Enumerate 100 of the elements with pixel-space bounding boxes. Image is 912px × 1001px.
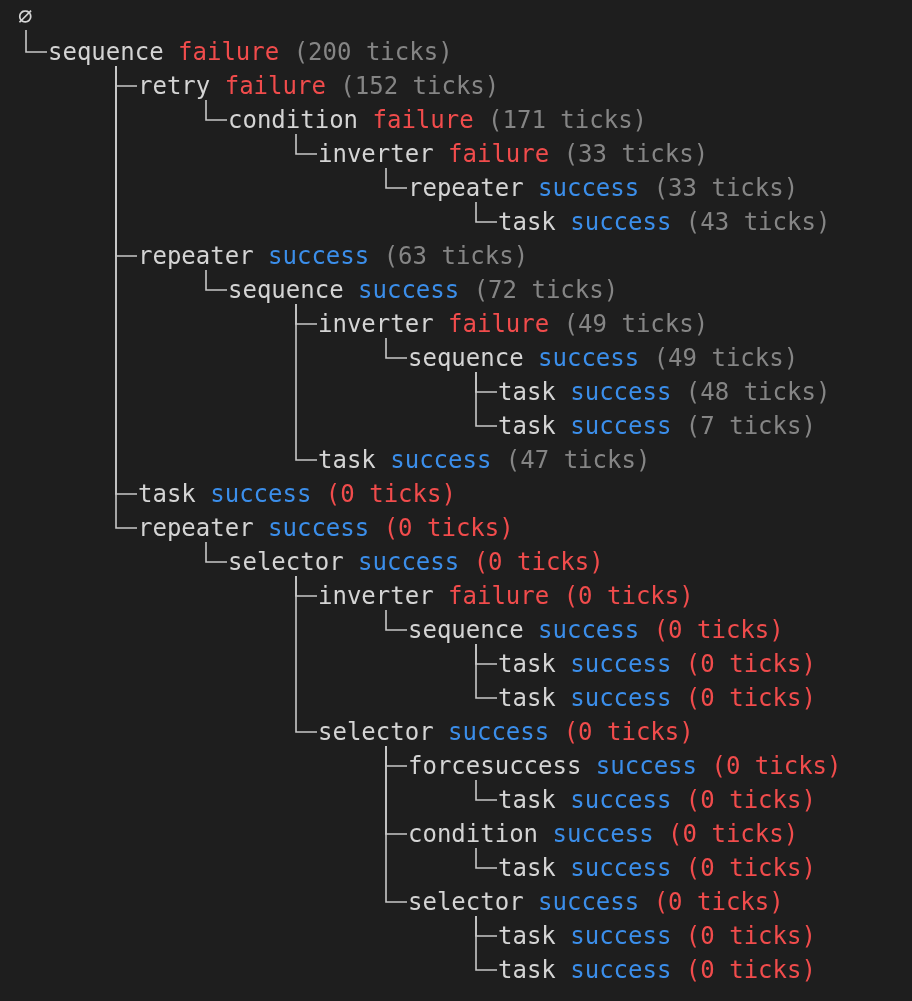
node-name: inverter — [318, 310, 434, 338]
node-name: sequence — [48, 38, 164, 66]
node-name: task — [138, 480, 196, 508]
node-name: task — [498, 208, 556, 236]
tick-count: (0 ticks) — [653, 616, 784, 644]
tick-count: (7 ticks) — [685, 412, 816, 440]
status-text: failure — [448, 140, 550, 168]
status-text: success — [570, 956, 672, 984]
tree-connector — [295, 133, 318, 155]
tick-count: (0 ticks) — [685, 854, 816, 882]
tree-connector — [475, 779, 498, 801]
node-name: selector — [318, 718, 434, 746]
tick-count: (0 ticks) — [653, 888, 784, 916]
node-name: task — [498, 684, 556, 712]
root-symbol: ∅ — [18, 2, 33, 30]
status-text: success — [358, 548, 460, 576]
node-name: repeater — [408, 174, 524, 202]
tree-connector — [475, 201, 498, 223]
status-text: success — [570, 412, 672, 440]
tree-connector — [25, 29, 48, 53]
tick-count: (48 ticks) — [685, 378, 831, 406]
tick-count: (200 ticks) — [293, 38, 453, 66]
node-name: sequence — [408, 344, 524, 372]
tick-count: (0 ticks) — [685, 650, 816, 678]
status-text: success — [538, 344, 640, 372]
node-name: task — [498, 956, 556, 984]
status-text: success — [538, 174, 640, 202]
node-name: task — [498, 922, 556, 950]
node-name: task — [498, 786, 556, 814]
tree-connector — [205, 541, 228, 563]
status-text: success — [210, 480, 312, 508]
status-text: success — [552, 820, 654, 848]
node-name: task — [498, 378, 556, 406]
tick-count: (0 ticks) — [383, 514, 514, 542]
tick-count: (0 ticks) — [473, 548, 604, 576]
tree-connector — [475, 371, 498, 427]
tick-count: (171 ticks) — [488, 106, 648, 134]
status-text: success — [570, 854, 672, 882]
node-name: repeater — [138, 242, 254, 270]
node-name: selector — [408, 888, 524, 916]
tick-count: (49 ticks) — [653, 344, 799, 372]
tree-connector — [475, 643, 498, 699]
tick-count: (33 ticks) — [653, 174, 799, 202]
status-text: success — [570, 378, 672, 406]
status-text: success — [448, 718, 550, 746]
tick-count: (49 ticks) — [563, 310, 709, 338]
status-text: failure — [448, 582, 550, 610]
node-name: inverter — [318, 140, 434, 168]
tick-count: (0 ticks) — [685, 922, 816, 950]
tree-connector — [385, 609, 408, 631]
tick-count: (0 ticks) — [685, 786, 816, 814]
tick-count: (43 ticks) — [685, 208, 831, 236]
tick-count: (152 ticks) — [340, 72, 500, 100]
tree-connector — [295, 303, 318, 461]
node-name: condition — [408, 820, 539, 848]
node-name: retry — [138, 72, 211, 100]
node-name: task — [498, 854, 556, 882]
status-text: success — [538, 616, 640, 644]
tick-count: (0 ticks) — [325, 480, 456, 508]
node-name: inverter — [318, 582, 434, 610]
status-text: success — [570, 684, 672, 712]
status-text: success — [538, 888, 640, 916]
tick-count: (0 ticks) — [668, 820, 799, 848]
status-text: success — [570, 650, 672, 678]
status-text: success — [570, 786, 672, 814]
status-text: failure — [372, 106, 474, 134]
node-name: selector — [228, 548, 344, 576]
node-name: sequence — [408, 616, 524, 644]
tick-count: (0 ticks) — [685, 956, 816, 984]
tree-connector — [205, 99, 228, 121]
tick-count: (0 ticks) — [563, 718, 694, 746]
node-name: repeater — [138, 514, 254, 542]
node-name: forcesuccess — [408, 752, 582, 780]
node-name: task — [498, 650, 556, 678]
node-name: task — [498, 412, 556, 440]
tick-count: (0 ticks) — [711, 752, 842, 780]
status-text: success — [268, 242, 370, 270]
tick-count: (47 ticks) — [505, 446, 651, 474]
status-text: failure — [178, 38, 280, 66]
tick-count: (0 ticks) — [685, 684, 816, 712]
status-text: failure — [448, 310, 550, 338]
tree-connector — [475, 847, 498, 869]
status-text: success — [570, 208, 672, 236]
tick-count: (33 ticks) — [563, 140, 709, 168]
tick-count: (63 ticks) — [383, 242, 529, 270]
tree-connector — [205, 269, 228, 291]
tick-count: (72 ticks) — [473, 276, 619, 304]
status-text: success — [595, 752, 697, 780]
status-text: failure — [224, 72, 326, 100]
tick-count: (0 ticks) — [563, 582, 694, 610]
tree-connector — [385, 167, 408, 189]
node-name: condition — [228, 106, 359, 134]
tree-connector — [295, 575, 318, 733]
status-text: success — [358, 276, 460, 304]
tree-connector — [385, 745, 408, 903]
node-name: task — [318, 446, 376, 474]
status-text: success — [390, 446, 492, 474]
status-text: success — [268, 514, 370, 542]
tree-connector — [475, 915, 498, 971]
node-name: sequence — [228, 276, 344, 304]
